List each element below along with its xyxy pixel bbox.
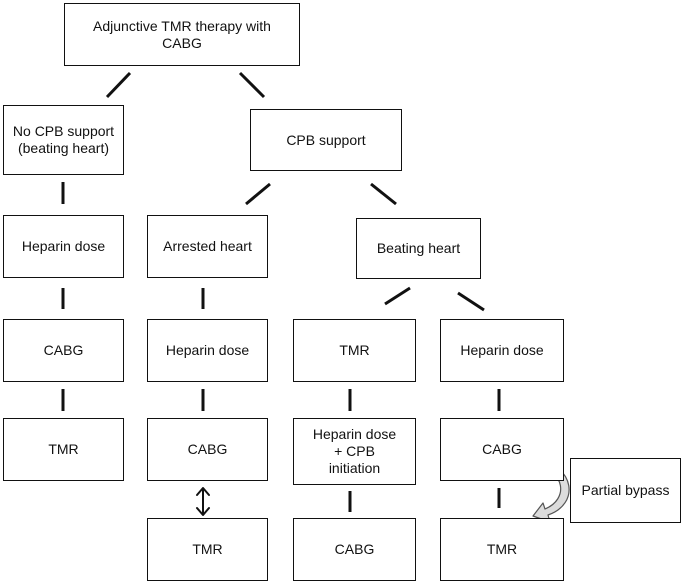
- node-tmr-no-cpb: TMR: [3, 418, 124, 481]
- node-beating-heart: Beating heart: [356, 218, 481, 279]
- node-heparin-dose-arrested: Heparin dose: [147, 319, 268, 382]
- node-heparin-cpb-initiation: Heparin dose + CPB initiation: [293, 418, 416, 485]
- node-tmr-arrested: TMR: [147, 518, 268, 581]
- line-cpb-to-arrested: [245, 182, 271, 206]
- line-beating-to-heparin: [457, 291, 485, 312]
- node-heparin-dose-no-cpb: Heparin dose: [3, 215, 124, 278]
- node-cabg-beating: CABG: [440, 418, 564, 481]
- line-beating-to-tmr: [384, 286, 411, 306]
- node-heparin-dose-beating: Heparin dose: [440, 319, 564, 382]
- node-root: Adjunctive TMR therapy with CABG: [64, 3, 300, 66]
- line-root-to-cpb: [238, 71, 266, 99]
- node-tmr-final-beating: TMR: [440, 518, 564, 581]
- line-cpb-to-beating: [370, 182, 397, 206]
- node-arrested-heart: Arrested heart: [147, 215, 268, 278]
- node-partial-bypass: Partial bypass: [570, 458, 681, 523]
- node-cpb-support: CPB support: [250, 109, 402, 171]
- line-root-to-no-cpb: [105, 71, 132, 99]
- node-no-cpb-support: No CPB support (beating heart): [3, 105, 124, 175]
- node-cabg-final-beating: CABG: [293, 518, 416, 581]
- node-cabg-arrested: CABG: [147, 418, 268, 481]
- node-cabg-no-cpb: CABG: [3, 319, 124, 382]
- node-tmr-beating: TMR: [293, 319, 416, 382]
- double-headed-arrow: [196, 487, 210, 516]
